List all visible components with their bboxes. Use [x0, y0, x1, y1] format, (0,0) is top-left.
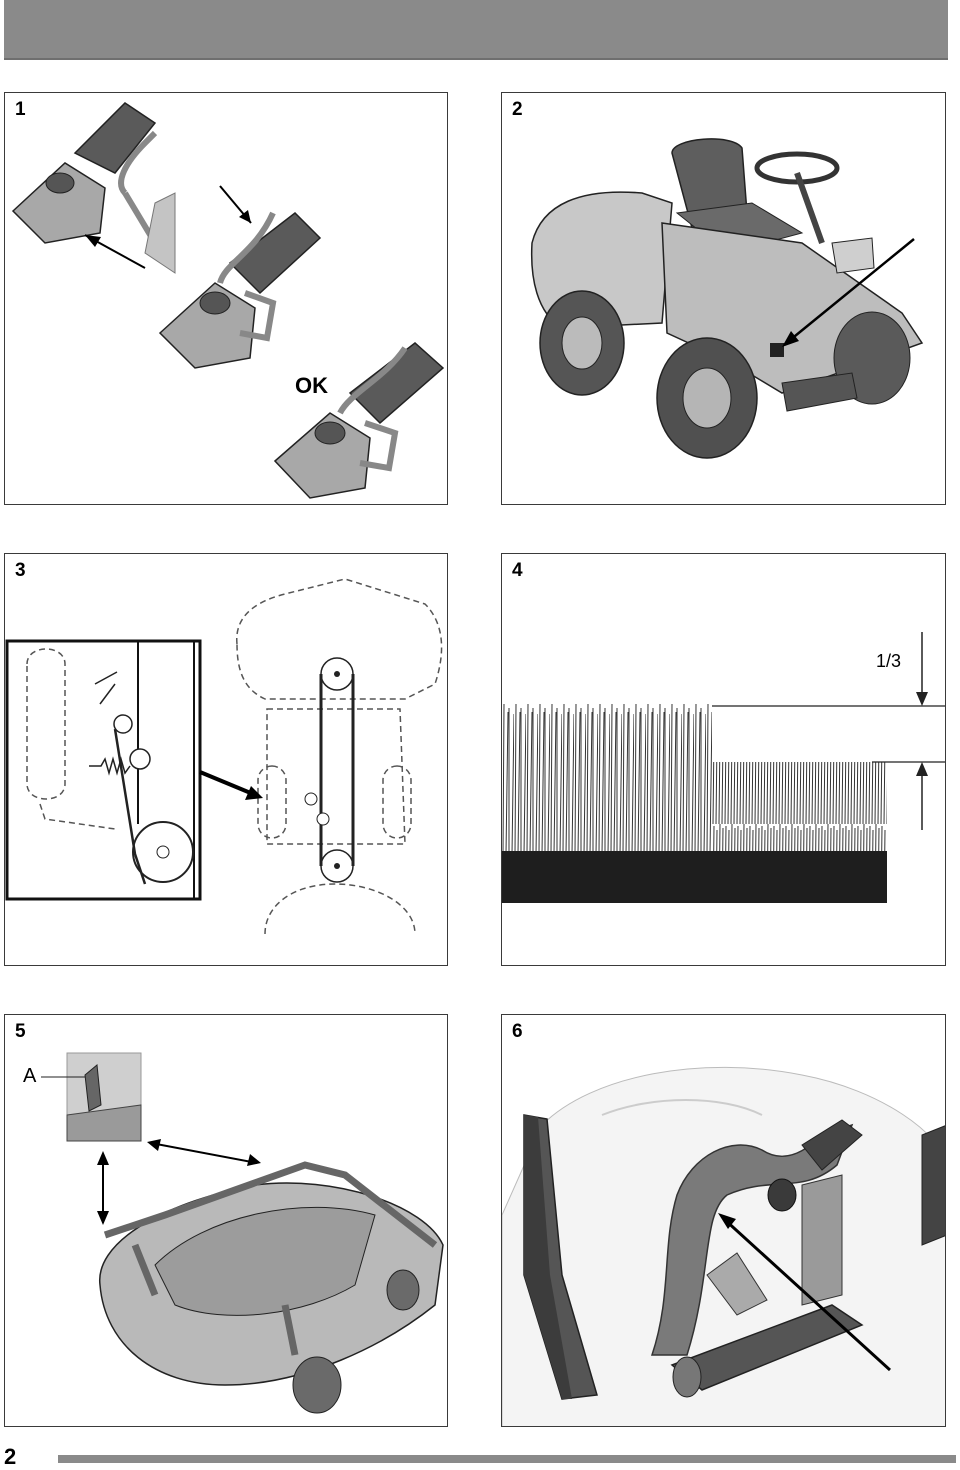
figure-panel-3: 3: [4, 553, 448, 966]
deck-underside-illustration: [502, 1066, 945, 1426]
belt-tensioner-diagram: [5, 578, 443, 935]
callout-a-label: A: [23, 1065, 37, 1087]
panel-number: 1: [15, 99, 26, 120]
footer-bar: [58, 1455, 956, 1463]
figure-panel-4: 4 1/3: [501, 553, 946, 966]
panel-number: 2: [512, 99, 523, 120]
figure-panel-1: 1 OK: [4, 92, 448, 505]
page-number: 2: [4, 1444, 17, 1469]
panel-number: 4: [512, 560, 523, 581]
figure-panel-2: 2: [501, 92, 946, 505]
figure-panel-5: 5 A: [4, 1014, 448, 1427]
handle-latch-illustration: [11, 102, 445, 499]
grass-cutting-height-diagram: [502, 632, 945, 903]
rider-mower-illustration: [530, 138, 924, 459]
header-bar: [4, 0, 948, 60]
panel-number: 3: [15, 560, 26, 581]
mower-deck-illustration: [41, 1052, 444, 1414]
ok-label: OK: [295, 373, 328, 398]
panel-number: 6: [512, 1021, 523, 1042]
one-third-label: 1/3: [876, 651, 902, 671]
panel-number: 5: [15, 1021, 26, 1042]
figure-panel-6: 6: [501, 1014, 946, 1427]
